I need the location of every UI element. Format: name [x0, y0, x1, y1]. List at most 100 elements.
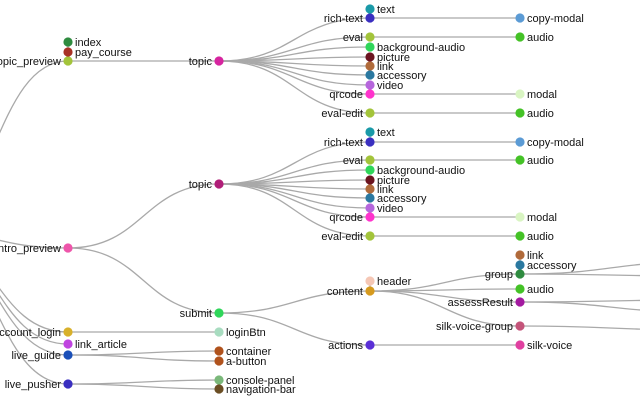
node-bgaudio1[interactable]: background-audio — [365, 42, 465, 54]
node-richtext2[interactable]: rich-text — [324, 137, 375, 149]
node-eval1[interactable]: eval — [343, 32, 375, 44]
node-link1[interactable]: link — [365, 61, 394, 73]
node-text2[interactable]: text — [365, 127, 395, 139]
node-dot[interactable] — [63, 243, 73, 253]
node-dot[interactable] — [515, 321, 525, 331]
node-dot[interactable] — [365, 340, 375, 350]
node-dot[interactable] — [365, 184, 375, 194]
node-link_article[interactable]: link_article — [63, 339, 127, 351]
node-dot[interactable] — [515, 155, 525, 165]
node-dot[interactable] — [515, 284, 525, 294]
node-dot[interactable] — [515, 212, 525, 222]
node-dot[interactable] — [515, 32, 525, 42]
node-dot[interactable] — [365, 175, 375, 185]
node-modal1[interactable]: modal — [515, 89, 557, 101]
node-dot[interactable] — [365, 4, 375, 14]
node-dot[interactable] — [365, 80, 375, 90]
node-pay_course[interactable]: pay_course — [63, 47, 132, 59]
node-copymodal1[interactable]: copy-modal — [515, 13, 584, 25]
node-eval2[interactable]: eval — [343, 155, 375, 167]
node-intro_preview[interactable]: ntro_preview — [0, 243, 73, 255]
node-picture1[interactable]: picture — [365, 52, 410, 64]
node-copymodal2[interactable]: copy-modal — [515, 137, 584, 149]
node-navbar[interactable]: navigation-bar — [214, 384, 296, 396]
node-qrcode1[interactable]: qrcode — [329, 89, 375, 101]
node-dot[interactable] — [515, 89, 525, 99]
node-link3[interactable]: link — [515, 250, 544, 262]
node-dot[interactable] — [63, 47, 73, 57]
node-dot[interactable] — [214, 56, 224, 66]
node-text1[interactable]: text — [365, 4, 395, 16]
node-topic1[interactable]: topic — [189, 56, 224, 68]
node-qrcode2[interactable]: qrcode — [329, 212, 375, 224]
node-dot[interactable] — [515, 137, 525, 147]
node-dot[interactable] — [365, 276, 375, 286]
node-dot[interactable] — [214, 375, 224, 385]
node-richtext1[interactable]: rich-text — [324, 13, 375, 25]
node-loginBtn[interactable]: loginBtn — [214, 327, 266, 339]
node-header[interactable]: header — [365, 276, 412, 288]
node-dot[interactable] — [214, 356, 224, 366]
node-dot[interactable] — [515, 297, 525, 307]
node-dot[interactable] — [365, 137, 375, 147]
node-dot[interactable] — [214, 384, 224, 394]
node-assessResult[interactable]: assessResult — [448, 297, 525, 309]
node-dot[interactable] — [365, 13, 375, 23]
node-dot[interactable] — [365, 61, 375, 71]
node-dot[interactable] — [365, 32, 375, 42]
node-dot[interactable] — [365, 203, 375, 213]
node-audio5[interactable]: audio — [515, 284, 554, 296]
node-submit[interactable]: submit — [180, 308, 224, 320]
node-live_pusher[interactable]: live_pusher — [5, 379, 73, 391]
node-video2[interactable]: video — [365, 203, 403, 215]
node-dot[interactable] — [63, 56, 73, 66]
node-live_guide[interactable]: live_guide — [11, 350, 73, 362]
node-accessory3[interactable]: accessory — [515, 260, 577, 272]
node-evaledit1[interactable]: eval-edit — [321, 108, 375, 120]
node-dot[interactable] — [515, 260, 525, 270]
node-abutton[interactable]: a-button — [214, 356, 266, 368]
node-content[interactable]: content — [327, 286, 375, 298]
node-topic2[interactable]: topic — [189, 179, 224, 191]
node-audio1[interactable]: audio — [515, 32, 554, 44]
node-dot[interactable] — [365, 89, 375, 99]
node-audio2[interactable]: audio — [515, 108, 554, 120]
node-actions[interactable]: actions — [328, 340, 375, 352]
node-accessory2[interactable]: accessory — [365, 193, 427, 205]
node-video1[interactable]: video — [365, 80, 403, 92]
node-dot[interactable] — [515, 13, 525, 23]
node-silkvoice[interactable]: silk-voice — [515, 340, 572, 352]
node-evaledit2[interactable]: eval-edit — [321, 231, 375, 243]
node-dot[interactable] — [63, 339, 73, 349]
node-dot[interactable] — [365, 212, 375, 222]
node-link2[interactable]: link — [365, 184, 394, 196]
node-dot[interactable] — [515, 250, 525, 260]
node-dot[interactable] — [365, 155, 375, 165]
node-dot[interactable] — [365, 108, 375, 118]
node-dot[interactable] — [365, 52, 375, 62]
node-picture2[interactable]: picture — [365, 175, 410, 187]
node-dot[interactable] — [214, 179, 224, 189]
node-dot[interactable] — [63, 327, 73, 337]
node-consolepanel[interactable]: console-panel — [214, 375, 295, 387]
node-dot[interactable] — [515, 108, 525, 118]
node-silkvoicegroup[interactable]: silk-voice-group — [436, 321, 525, 333]
node-dot[interactable] — [365, 70, 375, 80]
node-dot[interactable] — [63, 350, 73, 360]
node-dot[interactable] — [365, 231, 375, 241]
node-dot[interactable] — [365, 165, 375, 175]
node-index[interactable]: index — [63, 37, 102, 49]
node-container[interactable]: container — [214, 346, 272, 358]
node-audio3[interactable]: audio — [515, 155, 554, 167]
node-group[interactable]: group — [485, 269, 525, 281]
node-dot[interactable] — [214, 308, 224, 318]
node-dot[interactable] — [365, 127, 375, 137]
node-dot[interactable] — [365, 42, 375, 52]
node-bgaudio2[interactable]: background-audio — [365, 165, 465, 177]
node-dot[interactable] — [214, 327, 224, 337]
node-dot[interactable] — [515, 269, 525, 279]
node-dot[interactable] — [365, 286, 375, 296]
node-dot[interactable] — [63, 379, 73, 389]
node-dot[interactable] — [365, 193, 375, 203]
node-modal2[interactable]: modal — [515, 212, 557, 224]
